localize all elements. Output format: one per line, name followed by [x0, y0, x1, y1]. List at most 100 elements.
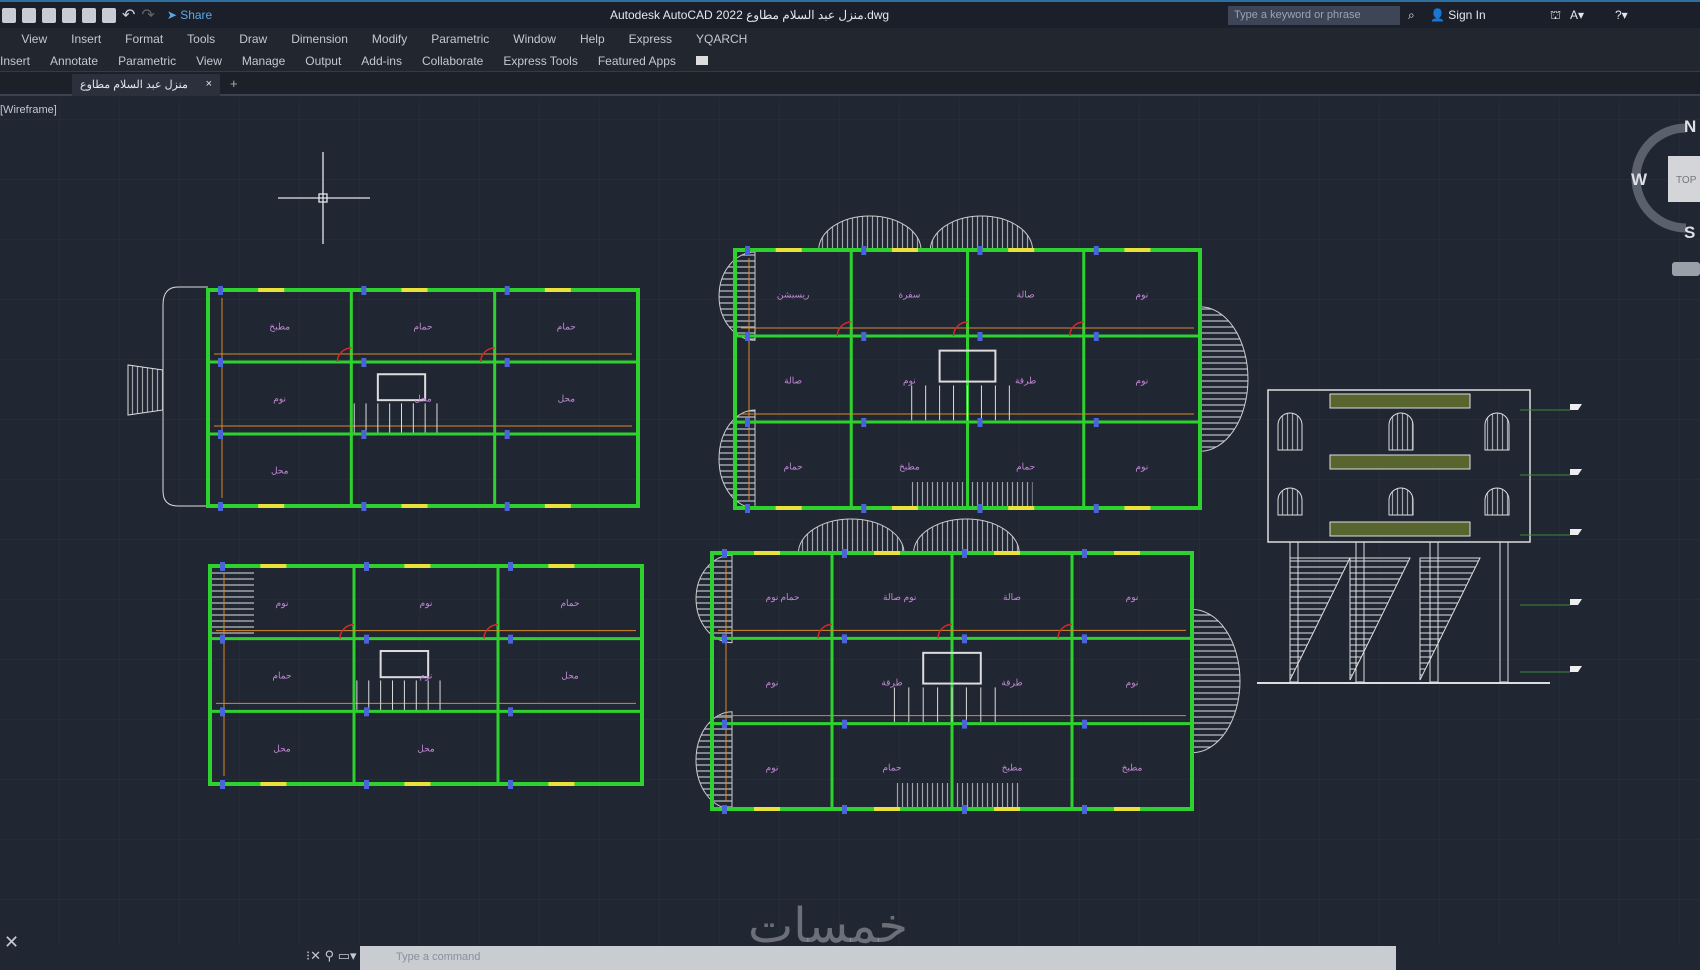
open-icon[interactable] [2, 7, 16, 23]
entrance-steps [127, 364, 164, 416]
window [404, 564, 431, 568]
room-label: محل [417, 743, 435, 753]
menu-draw[interactable]: Draw [239, 32, 268, 46]
balcony [718, 409, 756, 509]
ribbon-tabs: Insert Annotate Parametric View Manage O… [0, 50, 1700, 72]
room-label: ريسبشن [777, 289, 809, 300]
menu-insert[interactable]: Insert [71, 32, 102, 46]
sign-in-button[interactable]: 👤 Sign In [1430, 8, 1486, 22]
autodesk-a360-icon[interactable]: A▾ [1570, 8, 1585, 22]
balcony [911, 482, 1033, 506]
title-bar: ↶ ↷ ➤ Share Autodesk AutoCAD 2022 منزل ع… [0, 0, 1700, 28]
new-tab-button[interactable]: + [230, 76, 238, 91]
window [401, 504, 428, 508]
column-marker [1093, 504, 1099, 513]
column-marker [861, 418, 867, 427]
undo-icon[interactable]: ↶ [122, 7, 136, 24]
room-label: مطبخ [1122, 763, 1143, 774]
mobile-icon[interactable] [82, 7, 96, 23]
tab-collaborate[interactable]: Collaborate [421, 53, 484, 68]
menu-express[interactable]: Express [628, 32, 672, 46]
compass-south[interactable]: S [1684, 223, 1695, 242]
command-line-tools[interactable]: ⁝✕ ⚲ ▭▾ [306, 948, 357, 963]
compass-north[interactable]: N [1684, 117, 1696, 136]
tab-annotate[interactable]: Annotate [50, 53, 99, 68]
column-marker [1082, 634, 1087, 644]
room-label: مطبخ [269, 322, 290, 333]
menu-tools[interactable]: Tools [187, 32, 216, 46]
column-marker [977, 418, 983, 427]
sign-in-label: Sign In [1448, 8, 1486, 22]
room-label: نوم [1126, 677, 1139, 688]
room-label: مطبخ [1002, 763, 1023, 774]
share-button[interactable]: ➤ Share [166, 8, 213, 22]
help-icon[interactable]: ?▾ [1615, 8, 1628, 22]
plot-icon[interactable] [62, 7, 76, 23]
doc-tab[interactable]: منزل عبد السلام مطاوع× [72, 74, 220, 96]
room-label: طرقة [1001, 677, 1022, 688]
close-command-icon[interactable]: ✕ [4, 932, 20, 952]
command-input[interactable]: Type a command [360, 946, 1396, 970]
room-label: نوم [420, 598, 433, 609]
tab-featured-apps[interactable]: Featured Apps [597, 53, 676, 68]
column-marker [361, 430, 367, 439]
room-label: حمام [560, 598, 579, 609]
menu-view[interactable]: View [21, 32, 48, 46]
close-tab-icon[interactable]: × [205, 78, 212, 90]
save-icon[interactable] [22, 7, 36, 23]
viewcube[interactable]: TOP N W S [1631, 117, 1700, 276]
menu-help[interactable]: Help [579, 32, 605, 46]
door-swing [952, 321, 968, 337]
column-marker [361, 502, 367, 511]
redo-icon[interactable]: ↷ [141, 7, 155, 24]
door-swing [479, 347, 495, 363]
ribbon-toggle-icon[interactable] [695, 56, 708, 65]
menu-format[interactable]: Format [125, 32, 164, 46]
tab-manage[interactable]: Manage [241, 53, 286, 68]
staircase [353, 373, 438, 433]
viewport-style-label[interactable]: [Wireframe] [0, 104, 57, 116]
column-marker [962, 805, 967, 814]
tab-add-ins[interactable]: Add-ins [361, 53, 402, 68]
tab-parametric[interactable]: Parametric [118, 53, 177, 68]
menu-window[interactable]: Window [513, 32, 556, 46]
print-icon[interactable] [102, 7, 116, 23]
cart-icon[interactable]: ⛫ [1550, 8, 1562, 22]
search-input[interactable]: Type a keyword or phrase [1228, 6, 1400, 25]
viewcube-top-face[interactable]: TOP [1676, 175, 1697, 186]
column-marker [745, 332, 750, 341]
tab-view[interactable]: View [196, 53, 222, 68]
save-as-icon[interactable] [42, 7, 56, 23]
column-marker [745, 504, 750, 513]
menu-bar: View Insert Format Tools Draw Dimension … [0, 28, 1700, 50]
column-marker [218, 358, 223, 367]
room-label: محل [273, 743, 291, 753]
wcs-menu[interactable] [1672, 262, 1700, 276]
watermark: خمسات [748, 898, 909, 954]
staircase [893, 651, 996, 722]
window [1008, 248, 1035, 252]
menu-dimension[interactable]: Dimension [291, 32, 348, 46]
tab-express-tools[interactable]: Express Tools [503, 53, 578, 68]
menu-yqarch[interactable]: YQARCH [696, 32, 748, 46]
tab-insert[interactable]: Insert [0, 53, 31, 68]
window [775, 506, 802, 510]
window [544, 288, 571, 292]
staircase [356, 650, 441, 710]
compass-west[interactable]: W [1631, 170, 1648, 189]
search-icon[interactable]: ⌕ [1408, 8, 1415, 22]
tab-output[interactable]: Output [305, 53, 342, 68]
column-marker [361, 358, 367, 367]
menu-parametric[interactable]: Parametric [431, 32, 490, 46]
door-swing [339, 623, 355, 639]
menu-modify[interactable]: Modify [371, 32, 408, 46]
window [401, 288, 428, 292]
room-label: سفرة [898, 289, 920, 300]
window [891, 248, 918, 252]
column-marker [962, 549, 967, 558]
